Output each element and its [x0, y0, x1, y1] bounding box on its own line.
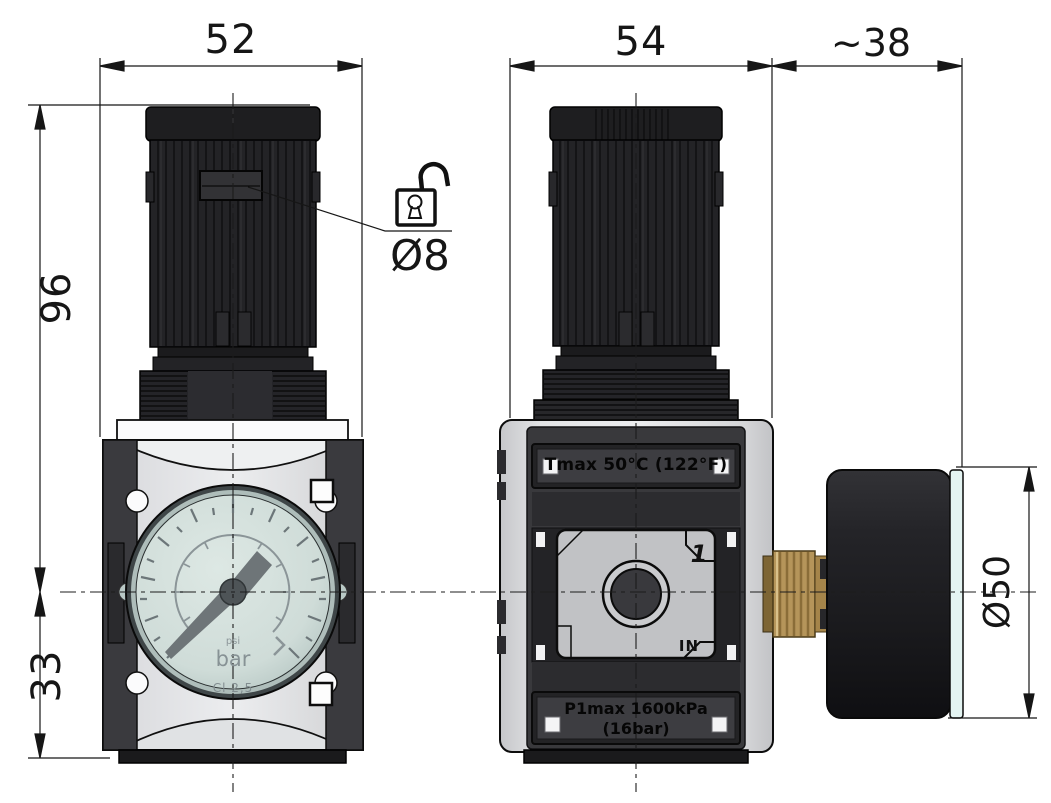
port-in-label: IN: [678, 637, 700, 655]
dim-front-width: 52: [204, 17, 258, 63]
dim-front-height-lower: 33: [24, 649, 70, 703]
unlock-icon: [395, 161, 451, 227]
mount-square-top: [309, 478, 335, 504]
mount-square-bottom: [308, 681, 334, 707]
gauge-accuracy-class: Cl 2,5: [212, 681, 254, 695]
dim-gauge-diameter: Ø50: [977, 554, 1018, 630]
knob-ribs: [157, 141, 311, 346]
gauge-inner-scale: [174, 534, 291, 633]
centerlines: [60, 93, 1037, 792]
dim-front-height-upper: 96: [34, 271, 80, 325]
pressure-label-line2: (16bar): [602, 719, 670, 738]
dim-side-width: 54: [614, 19, 668, 65]
dimension-lines: [28, 58, 1037, 759]
port-number: 1: [690, 540, 708, 568]
dim-knob-hole-diameter: Ø8: [390, 231, 450, 280]
gauge-glass-edge: [949, 469, 964, 719]
temp-label: Tmax 50°C (122°F): [544, 455, 728, 475]
gauge-unit-psi: psi: [225, 636, 241, 647]
dim-gauge-depth: ~38: [830, 21, 912, 65]
gauge-side-view: [826, 469, 964, 719]
brass-fitting: [762, 550, 832, 638]
gauge-unit-bar: bar: [215, 647, 251, 671]
side-view: [497, 106, 964, 764]
pressure-label-line1: P1max 1600kPa: [564, 699, 708, 718]
